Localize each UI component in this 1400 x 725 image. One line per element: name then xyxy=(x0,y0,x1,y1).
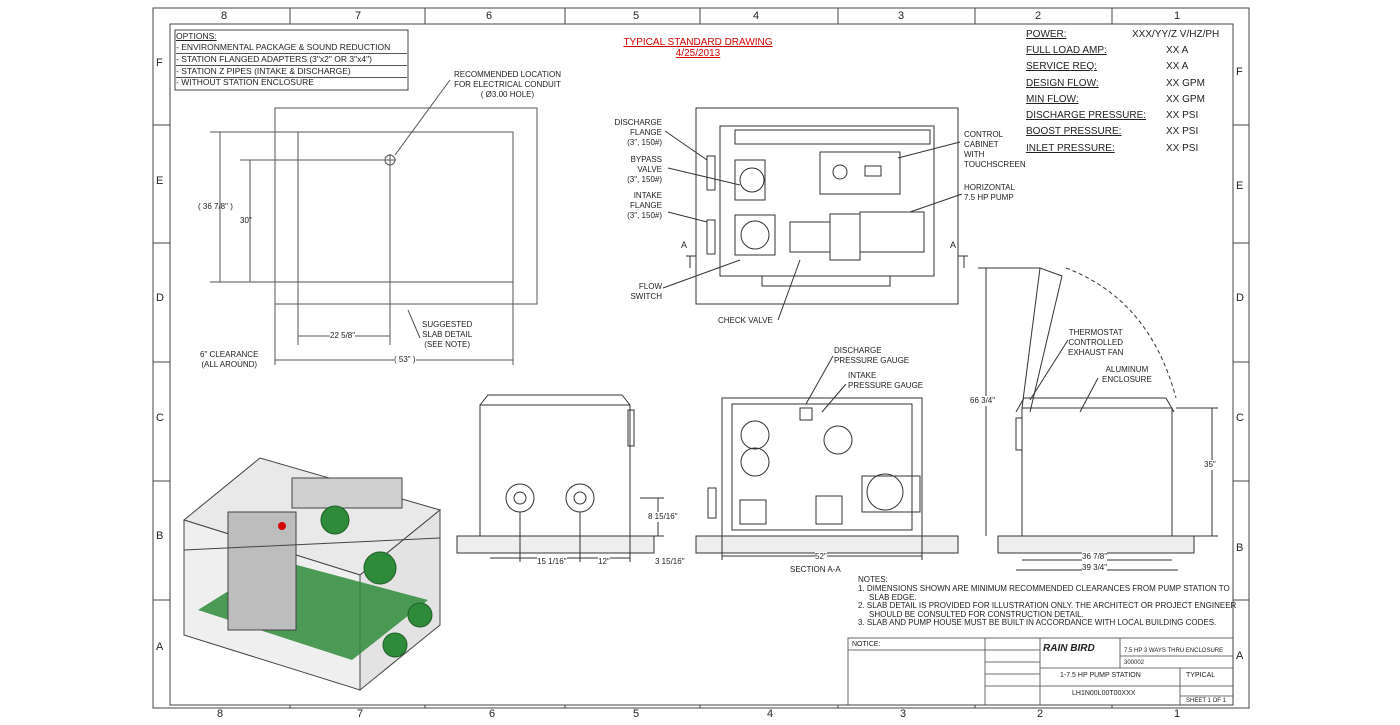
row-letter: F xyxy=(156,57,163,69)
station-name: 1-7.5 HP PUMP STATION xyxy=(1060,672,1141,679)
dim-inner: 30" xyxy=(240,216,252,225)
options-box xyxy=(174,29,409,91)
column-number: 7 xyxy=(354,10,362,22)
side-view xyxy=(456,394,664,562)
zone-ticks xyxy=(153,8,1249,708)
dim-side-height: 8 15/16" xyxy=(648,512,678,522)
dim-section-width: 52" xyxy=(815,552,827,562)
spec-row: BOOST PRESSURE:XX PSI xyxy=(1026,126,1199,137)
spec-row: DESIGN FLOW:XX GPM xyxy=(1026,78,1205,89)
row-letter: F xyxy=(1236,66,1243,78)
title-description: 7.5 HP 3 WAYS THRU ENCLOSURE xyxy=(1124,648,1224,654)
dim-outer: ( 36 7/8" ) xyxy=(198,202,233,211)
typical-label: TYPICAL xyxy=(1186,672,1216,679)
column-number: 3 xyxy=(897,10,905,22)
column-number: 4 xyxy=(752,10,760,22)
option-item: - STATION Z PIPES (INTAKE & DISCHARGE) xyxy=(176,66,407,78)
column-number: 3 xyxy=(899,708,907,720)
column-number: 2 xyxy=(1034,10,1042,22)
section-view xyxy=(695,355,959,560)
spec-row: MIN FLOW:XX GPM xyxy=(1026,94,1205,105)
row-letter: C xyxy=(1236,412,1244,424)
end-view xyxy=(978,267,1218,571)
spec-row: DISCHARGE PRESSURE:XX PSI xyxy=(1026,110,1199,121)
row-letter: B xyxy=(156,530,164,542)
dim-side-edge: 3 15/16" xyxy=(655,557,685,567)
row-letter: A xyxy=(156,641,164,653)
row-letter: D xyxy=(1236,292,1244,304)
dim-offset: 22 5/8" xyxy=(330,331,356,341)
note-item: 1. DIMENSIONS SHOWN ARE MINIMUM RECOMMEN… xyxy=(858,584,1230,602)
option-item: - ENVIRONMENTAL PACKAGE & SOUND REDUCTIO… xyxy=(176,42,407,54)
spec-row: SERVICE REQ:XX A xyxy=(1026,61,1189,72)
section-mark: A xyxy=(950,240,957,250)
dim-side-spacing2: 12" xyxy=(598,557,610,567)
options-heading: OPTIONS: xyxy=(176,31,217,41)
row-letter: E xyxy=(156,175,164,187)
dim-open-height: 66 3/4" xyxy=(970,396,996,406)
notes-heading: NOTES: xyxy=(858,575,888,584)
row-letter: A xyxy=(1236,650,1244,662)
column-number: 8 xyxy=(216,708,224,720)
column-number: 7 xyxy=(356,708,364,720)
dim-length: ( 53" ) xyxy=(394,355,416,365)
column-number: 6 xyxy=(488,708,496,720)
row-letter: D xyxy=(156,292,164,304)
spec-row: INLET PRESSURE:XX PSI xyxy=(1026,143,1199,154)
drawing-date: 4/25/2013 xyxy=(675,48,721,59)
column-number: 5 xyxy=(632,708,640,720)
column-number: 8 xyxy=(220,10,228,22)
column-number: 1 xyxy=(1173,10,1181,22)
note-item: 2. SLAB DETAIL IS PROVIDED FOR ILLUSTRAT… xyxy=(858,601,1237,619)
column-number: 1 xyxy=(1173,708,1181,720)
dim-end-width2: 39 3/4" xyxy=(1082,563,1108,573)
spec-row: FULL LOAD AMP:XX A xyxy=(1026,45,1189,56)
option-item: - WITHOUT STATION ENCLOSURE xyxy=(176,77,314,87)
model-number: LH1N00L00T00XXX xyxy=(1072,690,1136,697)
title-block xyxy=(847,637,1234,706)
brand-logo: RAIN BIRD xyxy=(1043,643,1095,654)
column-number: 6 xyxy=(485,10,493,22)
sheet-number: SHEET 1 OF 1 xyxy=(1186,698,1226,704)
column-number: 2 xyxy=(1036,708,1044,720)
row-letter: C xyxy=(156,412,164,424)
spec-row: POWER:XXX/YY/Z V/HZ/PH xyxy=(1026,29,1220,40)
drawing-title: TYPICAL STANDARD DRAWING xyxy=(623,37,773,48)
dim-end-width1: 36 7/8" xyxy=(1082,552,1108,562)
note-item: 3. SLAB AND PUMP HOUSE MUST BE BUILT IN … xyxy=(858,618,1217,627)
check-valve-label: CHECK VALVE xyxy=(718,316,773,325)
column-number: 5 xyxy=(632,10,640,22)
inner-border xyxy=(169,23,1234,706)
clearance-note: 6" CLEARANCE(ALL AROUND) xyxy=(200,350,259,369)
dim-side-spacing1: 15 1/16" xyxy=(537,557,567,567)
notice-label: NOTICE: xyxy=(852,641,881,648)
option-item: - STATION FLANGED ADAPTERS (3"x2" OR 3"x… xyxy=(176,54,407,66)
part-number: 300002 xyxy=(1124,660,1145,666)
row-letter: B xyxy=(1236,542,1244,554)
section-caption: SECTION A-A xyxy=(790,565,841,574)
isometric-render xyxy=(182,457,442,692)
column-number: 4 xyxy=(766,708,774,720)
section-mark: A xyxy=(681,240,688,250)
top-view xyxy=(662,107,968,321)
row-letter: E xyxy=(1236,180,1244,192)
slab-plan-view xyxy=(210,79,538,365)
dim-end-height: 35" xyxy=(1204,460,1216,470)
outer-border xyxy=(152,7,1250,709)
